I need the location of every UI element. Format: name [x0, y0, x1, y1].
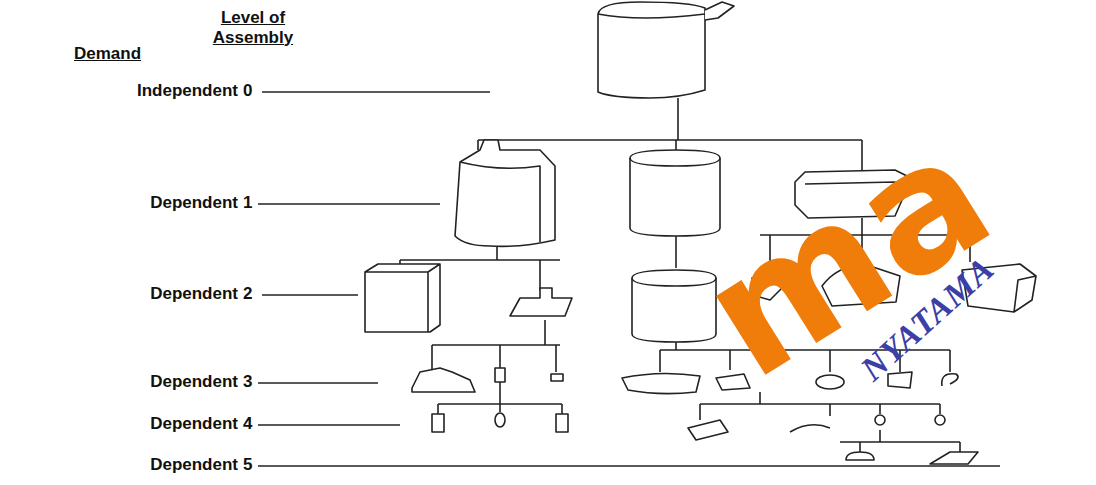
level-number: 2: [243, 284, 252, 304]
rivet-part: [556, 414, 568, 432]
box-part: [365, 264, 440, 332]
demand-type: Dependent: [150, 455, 238, 475]
washer-part: [816, 375, 844, 389]
wedge-part: [930, 452, 978, 464]
level-number: 3: [243, 372, 252, 392]
finished-product: [598, 2, 705, 98]
level-number: 4: [243, 414, 252, 434]
spring-clip: [942, 374, 958, 386]
watermark: ma: [677, 106, 1015, 405]
ball-part: [875, 415, 885, 425]
tree-line: [432, 320, 560, 372]
level-line: [258, 203, 440, 205]
tree-line: [675, 236, 677, 268]
product-rim: [598, 14, 705, 18]
wire-part: [790, 425, 830, 432]
level-line: [258, 465, 1000, 467]
level-number: 1: [243, 193, 252, 213]
bracket-part: [510, 288, 572, 316]
demand-type: Dependent: [150, 284, 238, 304]
canister-rim: [630, 158, 720, 166]
level-number: 5: [243, 455, 252, 475]
screw-part: [495, 368, 505, 382]
demand-type: Dependent: [150, 372, 238, 392]
demand-type: Dependent: [150, 193, 238, 213]
product-spout: [705, 2, 734, 20]
level-line: [262, 91, 490, 93]
plate-part: [688, 420, 728, 440]
tree-line: [438, 390, 562, 414]
demand-type: Independent: [137, 81, 238, 101]
bead-part: [495, 413, 505, 427]
canister-part: [630, 150, 720, 236]
tab-part: [716, 374, 750, 390]
level-line: [258, 424, 400, 426]
ring-part: [622, 373, 700, 393]
column-heading: Demand: [74, 44, 141, 64]
housing-part: [455, 140, 555, 246]
column-heading: Level of Assembly: [205, 8, 301, 47]
level-line: [262, 294, 358, 296]
rivet-part: [432, 414, 444, 432]
screw-shank: [499, 382, 501, 390]
ball-part: [935, 415, 945, 425]
demand-type: Dependent: [150, 414, 238, 434]
housing-edge: [460, 162, 540, 242]
tree-line: [700, 392, 940, 420]
base-plate: [412, 368, 475, 392]
dome-part: [846, 452, 874, 460]
pin-part: [551, 374, 563, 381]
level-line: [258, 382, 378, 384]
level-number: 0: [243, 81, 252, 101]
tree-line: [840, 430, 960, 460]
